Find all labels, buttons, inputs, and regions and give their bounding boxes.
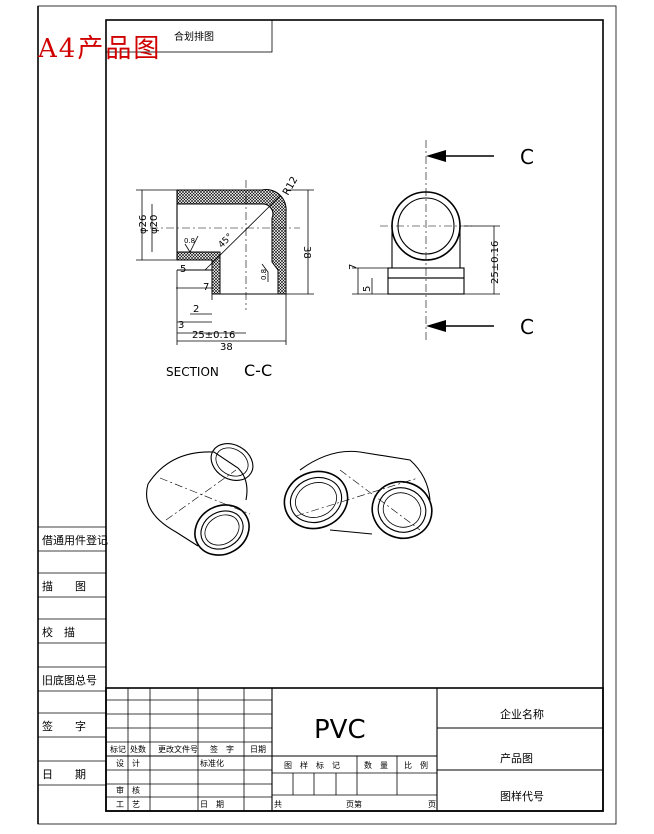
label-date: 日期 [250, 745, 266, 754]
iso-left-centerline [159, 477, 251, 515]
iso-right-socket-front-inner [377, 487, 427, 533]
iso-right-body [299, 450, 431, 501]
dim-side-7-text: 7 [348, 264, 359, 270]
label-count: 处数 [130, 744, 146, 754]
section-wall-hatch [176, 189, 287, 295]
iso-right-socket-front-inner2 [382, 492, 422, 528]
label-scale: 比 例 [404, 760, 428, 770]
cut-arrow-bottom-icon [426, 320, 446, 332]
label-total: 共 [274, 800, 282, 809]
label-review: 审 核 [116, 785, 140, 795]
iso-left-socket-top [210, 443, 254, 481]
isometric-view-left [146, 443, 254, 556]
side-label-check: 校 描 [42, 625, 75, 639]
dim-radius-text: R12 [281, 175, 300, 198]
label-design: 设 计 [116, 758, 140, 768]
company-name: 企业名称 [500, 707, 544, 721]
iso-right-centerline [339, 469, 421, 531]
side-label-register: 借通用件登记 [42, 533, 108, 547]
section-outline [176, 190, 212, 271]
iso-left-body [147, 451, 248, 501]
label-date2: 日 期 [200, 800, 224, 809]
dim-od-text: φ26 [138, 215, 149, 234]
section-radius-leader [204, 195, 281, 271]
product-name: 产品图 [500, 751, 533, 765]
corner-label: A4产品图 [38, 34, 162, 64]
label-doc: 更改文件号 [158, 744, 198, 754]
dim-angle-text: 45° [217, 232, 235, 250]
iso-right-socket-front [371, 480, 433, 540]
title-block-border [105, 687, 604, 812]
label-sign: 签 字 [210, 744, 234, 754]
iso-right-socket-left-inner [289, 476, 343, 524]
iso-left-centerline [165, 469, 237, 521]
inner-border [105, 19, 604, 812]
section-caption-word: SECTION [166, 365, 219, 379]
title-tab-box [105, 19, 273, 53]
cut-label-bottom: C [520, 315, 534, 339]
outer-border [37, 5, 617, 825]
surface-finish-icon [184, 235, 199, 253]
surface-finish-icon [261, 263, 269, 282]
iso-right-centerline [295, 477, 419, 517]
label-process: 工 艺 [116, 800, 140, 809]
cut-arrow-top-icon [426, 150, 446, 162]
side-socket-bottom [387, 277, 465, 295]
label-page: 页 [428, 800, 436, 809]
side-label-trace: 描 图 [42, 579, 86, 593]
surface-finish-2-text: 0.8 [260, 269, 268, 280]
dim-id-text: φ20 [149, 215, 160, 234]
dim-7-text: 7 [203, 282, 209, 293]
section-caption-id: C-C [244, 361, 272, 380]
label-stage: 图 样 标 记 [284, 760, 340, 770]
dim-height-text: 38 [301, 246, 312, 259]
surface-finish-1-text: 0.8 [184, 237, 195, 245]
side-panel: 借通用件登记 描 图 校 描 旧底图总号 签 字 日 期 [38, 526, 108, 786]
section-view: φ26 φ20 R12 38 38 25±0.16 3 2 5 7 45° 0.… [136, 175, 314, 380]
isometric-view-right [283, 450, 433, 540]
side-label-old-number: 旧底图总号 [42, 673, 97, 687]
dim-side-length-text: 25±0.16 [490, 241, 501, 284]
dim-length-text: 25±0.16 [192, 330, 235, 341]
dim-width-text: 38 [220, 342, 233, 353]
dim-3-text: 3 [178, 320, 184, 331]
iso-left-socket-front-inner [200, 510, 244, 550]
label-qty: 数 量 [364, 760, 388, 770]
side-label-date: 日 期 [42, 768, 86, 781]
iso-left-socket-front [194, 504, 250, 556]
iso-right-socket-left-inner2 [295, 482, 337, 518]
label-std: 标准化 [200, 758, 224, 768]
title-tab-text: 合划排图 [174, 30, 214, 43]
iso-left-body [146, 483, 199, 547]
iso-left-socket-top-inner [215, 447, 249, 477]
title-block: 标记 处数 更改文件号 签 字 日期 设 计 标准化 审 核 工 艺 日 期 P… [105, 687, 604, 812]
side-view: C C 25±0.16 7 5 [348, 140, 534, 340]
dim-2-text: 2 [193, 304, 199, 315]
label-sheet: 页第 [346, 799, 362, 809]
cut-label-top: C [520, 145, 534, 169]
iso-right-socket-left [283, 470, 349, 530]
side-label-sign: 签 字 [42, 719, 86, 733]
label-mark: 标记 [110, 744, 126, 754]
drawing-number: 图样代号 [500, 789, 544, 803]
dim-side-5-text: 5 [362, 286, 373, 292]
iso-left-socket-front-inner2 [204, 514, 240, 546]
material-text: PVC [314, 715, 366, 745]
dim-5-text: 5 [180, 264, 186, 275]
iso-right-body [329, 529, 373, 535]
